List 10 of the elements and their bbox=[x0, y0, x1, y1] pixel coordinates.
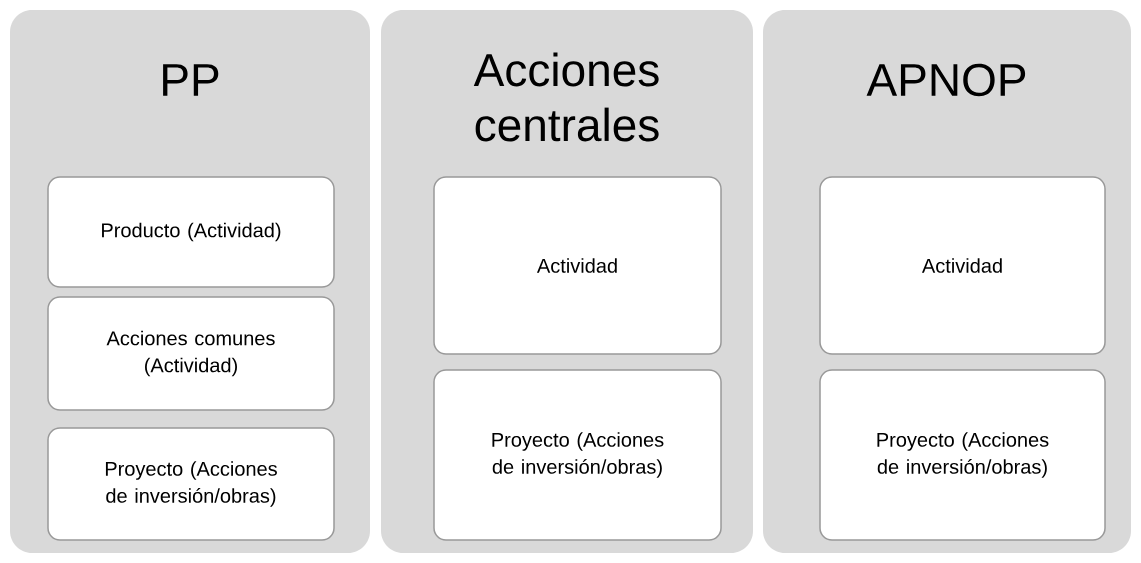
item-box: Actividad bbox=[433, 176, 722, 355]
item-box: Acciones comunes (Actividad) bbox=[47, 296, 335, 411]
item-box: Producto (Actividad) bbox=[47, 176, 335, 288]
panel-title: APNOP bbox=[866, 63, 1026, 97]
panel-title: Acciones centrales bbox=[473, 52, 659, 142]
panel-title: PP bbox=[163, 64, 219, 96]
item-box: Actividad bbox=[819, 176, 1106, 355]
item-box: Proyecto (Acciones de inversión/obras) bbox=[47, 427, 335, 541]
item-box: Proyecto (Acciones de inversión/obras) bbox=[819, 369, 1106, 541]
item-box: Proyecto (Acciones de inversión/obras) bbox=[433, 369, 722, 541]
